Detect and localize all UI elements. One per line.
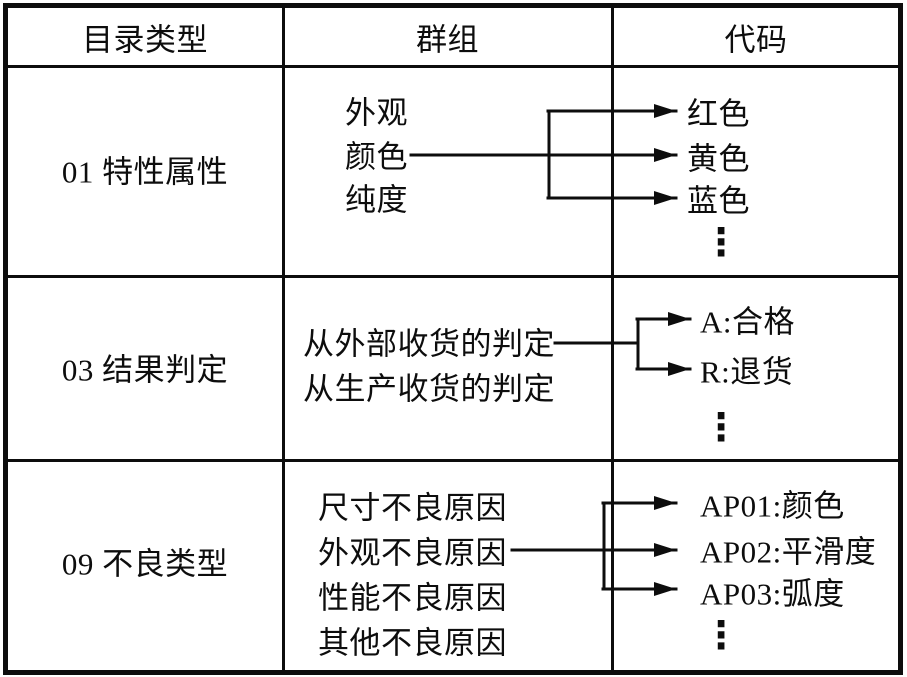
row-divider-1 (8, 275, 898, 278)
row3-group-item: 其他不良原因 (318, 625, 507, 661)
row-divider-2 (8, 459, 898, 462)
vertical-ellipsis-icon: ⋮ (702, 220, 740, 264)
row2-code-item: A:合格 (700, 304, 795, 340)
column-divider-2 (611, 8, 614, 670)
row3-code-item: AP02:平滑度 (700, 534, 877, 570)
row3-catalog-type: 09 不良类型 (61, 546, 229, 582)
row2-group-item: 从生产收货的判定 (303, 371, 555, 407)
row2-code-item: R:退货 (700, 354, 794, 390)
row2-catalog-type: 03 结果判定 (61, 352, 229, 388)
row1-code-item: 蓝色 (687, 183, 750, 219)
header-code: 代码 (724, 22, 788, 58)
column-divider-1 (282, 8, 285, 670)
row3-code-item: AP03:弧度 (700, 576, 845, 612)
row3-code-item: AP01:颜色 (700, 488, 845, 524)
row1-group-item: 纯度 (345, 182, 408, 218)
row1-code-item: 黄色 (687, 141, 750, 177)
row1-catalog-type: 01 特性属性 (61, 154, 229, 190)
vertical-ellipsis-icon: ⋮ (702, 613, 740, 657)
table-frame (3, 3, 903, 675)
header-catalog-type: 目录类型 (82, 22, 208, 58)
row3-group-item: 尺寸不良原因 (318, 490, 507, 526)
row1-group-item: 颜色 (345, 139, 408, 175)
row1-group-item: 外观 (345, 95, 408, 131)
row1-code-item: 红色 (687, 96, 750, 132)
row3-group-item: 性能不良原因 (318, 580, 507, 616)
header-divider (8, 65, 898, 68)
row3-group-item: 外观不良原因 (318, 535, 507, 571)
vertical-ellipsis-icon: ⋮ (702, 405, 740, 449)
row2-group-item: 从外部收货的判定 (303, 326, 555, 362)
header-group: 群组 (416, 22, 479, 58)
